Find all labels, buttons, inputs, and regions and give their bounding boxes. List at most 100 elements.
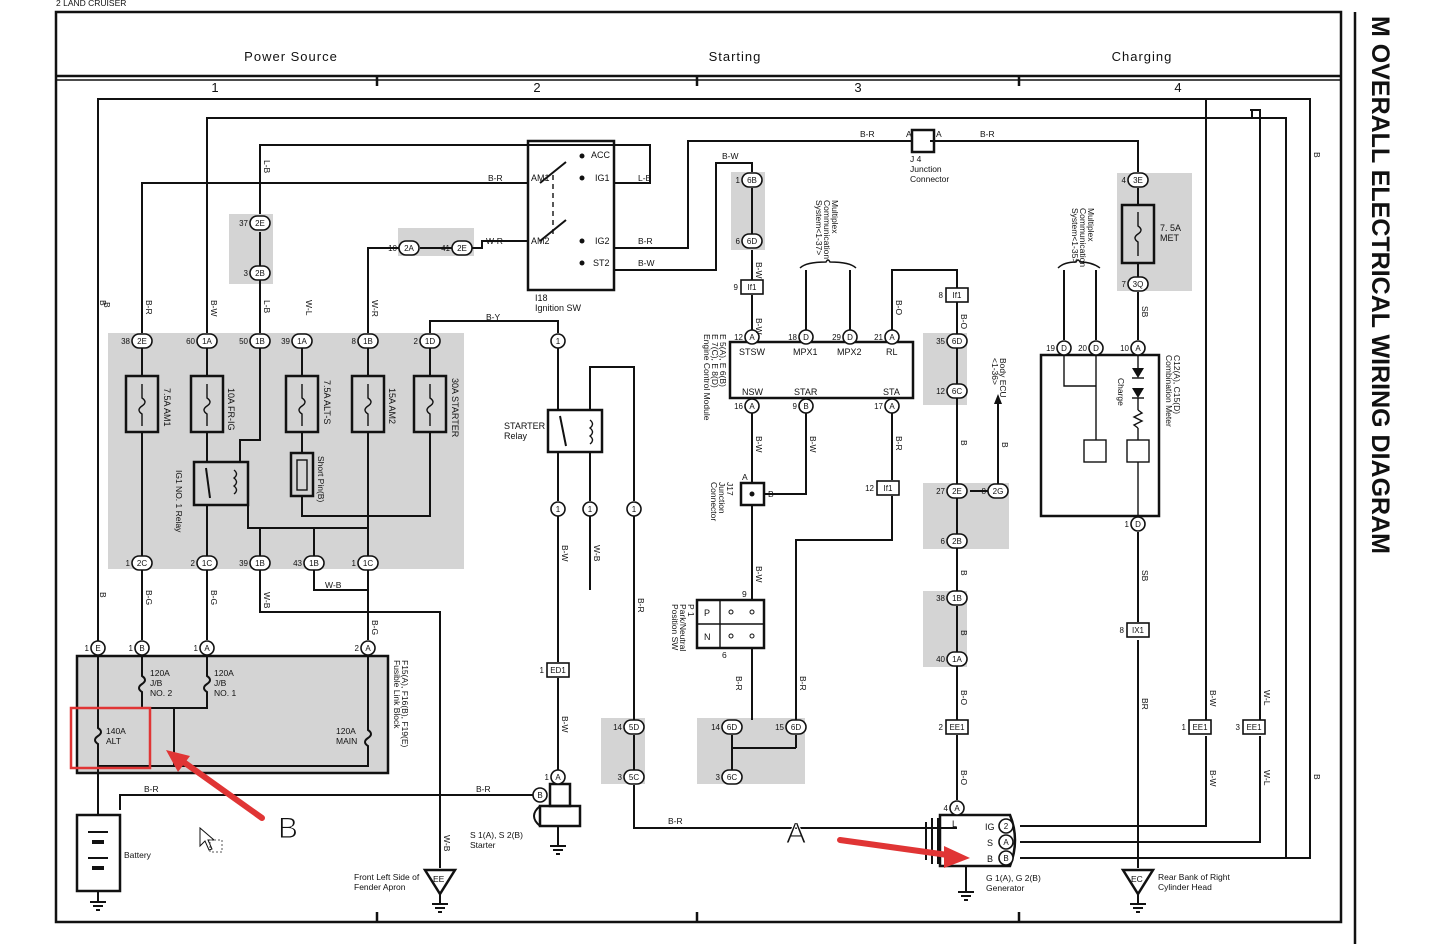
svg-text:1: 1 (540, 666, 545, 675)
svg-text:3E: 3E (1133, 176, 1143, 185)
svg-text:1B: 1B (255, 337, 265, 346)
annotation-label-b: B (278, 812, 298, 845)
svg-text:EE1: EE1 (949, 723, 965, 732)
wire-color-label: B-G (144, 590, 154, 605)
fl-jb2-a: 120A (150, 668, 170, 678)
fuse-label-am1: 7.5A AM1 (162, 388, 172, 427)
ecm-name: E 5(A), E 6(B) (718, 334, 728, 387)
multiplex-2-bracket (1057, 259, 1101, 269)
svg-text:8: 8 (939, 291, 944, 300)
connector-block: If1 8 (939, 287, 969, 303)
meter-internals (1063, 355, 1150, 516)
column-2: 2 (533, 80, 540, 95)
svg-text:4: 4 (944, 804, 949, 813)
svg-text:39: 39 (281, 337, 290, 346)
j17-name: J17 (725, 482, 735, 496)
j4-junction (910, 128, 936, 154)
svg-text:2G: 2G (993, 487, 1004, 496)
ground-ee-code: EE (433, 874, 445, 884)
annotation-arrowhead-a (944, 846, 970, 868)
connector-pin: 1B8 (352, 333, 379, 349)
gen-pin-b: B (987, 854, 993, 864)
generator-desc: Generator (986, 883, 1024, 893)
meter-name: C12(A), C15(D) (1172, 355, 1182, 414)
svg-text:6D: 6D (791, 723, 801, 732)
connector-pin: 1 (626, 501, 642, 517)
connector-pin: 6D6 (736, 233, 763, 249)
svg-text:If1: If1 (953, 291, 962, 300)
svg-text:1A: 1A (202, 337, 212, 346)
wire-color-label: W-R (486, 236, 503, 246)
svg-text:1B: 1B (363, 337, 373, 346)
wire-color-label: W-L (1262, 690, 1272, 706)
connector-pin: D1 (1125, 516, 1146, 532)
svg-text:1: 1 (126, 559, 131, 568)
ig-pin-acc: ACC (591, 150, 611, 160)
svg-text:2E: 2E (255, 219, 265, 228)
multiplex-2-line1: Multiplex (1086, 208, 1096, 242)
svg-text:41: 41 (441, 244, 450, 253)
svg-text:D: D (1093, 344, 1099, 353)
wire-color-label: B-R (860, 129, 875, 139)
svg-text:17: 17 (874, 402, 883, 411)
svg-text:1: 1 (194, 644, 199, 653)
j4-name: J 4 (910, 154, 922, 164)
pn-p: P (704, 608, 710, 618)
wire-color-label: B-R (144, 784, 159, 794)
met-fuse-value: 7. 5A (1160, 223, 1181, 233)
svg-text:12: 12 (936, 387, 945, 396)
wire-color-label: A (742, 472, 748, 482)
svg-text:A: A (749, 402, 755, 411)
ecm-pin-stsw: STSW (739, 347, 766, 357)
ecm-name-2: E 7(C), E 8(D) (710, 334, 720, 388)
starter-motor (533, 782, 582, 855)
svg-text:6D: 6D (952, 337, 962, 346)
starter-relay-name: STARTER (504, 421, 546, 431)
svg-text:2: 2 (939, 723, 944, 732)
svg-text:ED1: ED1 (550, 666, 566, 675)
wire-color-label: B-W (1208, 770, 1218, 787)
multiplex-1-line1: Multiplex (830, 200, 840, 234)
svg-text:1: 1 (85, 644, 90, 653)
connector-pin: A12 (734, 329, 760, 345)
wire-color-label: A (936, 129, 942, 139)
svg-text:E: E (95, 644, 100, 653)
j17-junction (739, 481, 766, 507)
connector-pin: 1 (550, 501, 566, 517)
svg-text:1B: 1B (309, 559, 319, 568)
ecm-pin-nsw: NSW (742, 387, 764, 397)
wire-color-label: B (959, 440, 969, 446)
connector-pin: D29 (832, 329, 858, 345)
svg-text:1B: 1B (952, 594, 962, 603)
svg-text:3: 3 (618, 773, 623, 782)
meter-desc: Combination Meter (1164, 355, 1174, 427)
wire-color-label: B-R (636, 598, 646, 613)
wire-color-label: B-W (754, 262, 764, 279)
wire-color-label: B-W (560, 716, 570, 733)
svg-text:4: 4 (1122, 176, 1127, 185)
svg-text:If1: If1 (884, 484, 893, 493)
svg-text:A: A (749, 333, 755, 342)
wire-color-label: B-W (754, 566, 764, 583)
connector-pin: A17 (874, 398, 900, 414)
svg-text:1A: 1A (297, 337, 307, 346)
wire-color-label: B-O (894, 300, 904, 316)
pn-name: P 1 (686, 604, 696, 617)
ig-pin-am1: AM1 (531, 173, 550, 183)
connector-pin: A10 (1120, 340, 1146, 356)
wire-color-label: 6 (722, 650, 727, 660)
connector-pin: B1 (129, 640, 150, 656)
svg-text:6D: 6D (747, 237, 757, 246)
ig-pin-ig1: IG1 (595, 173, 610, 183)
svg-text:9: 9 (793, 402, 798, 411)
wire-color-label: W-B (592, 545, 602, 562)
wire-color-label: B (1000, 442, 1010, 448)
svg-text:19: 19 (1046, 344, 1055, 353)
annotation-arrowhead-b (166, 750, 190, 772)
ig-pin-ig2: IG2 (595, 236, 610, 246)
connector-pin: 6C3 (716, 769, 743, 785)
wire-color-label: L-B (262, 300, 272, 314)
